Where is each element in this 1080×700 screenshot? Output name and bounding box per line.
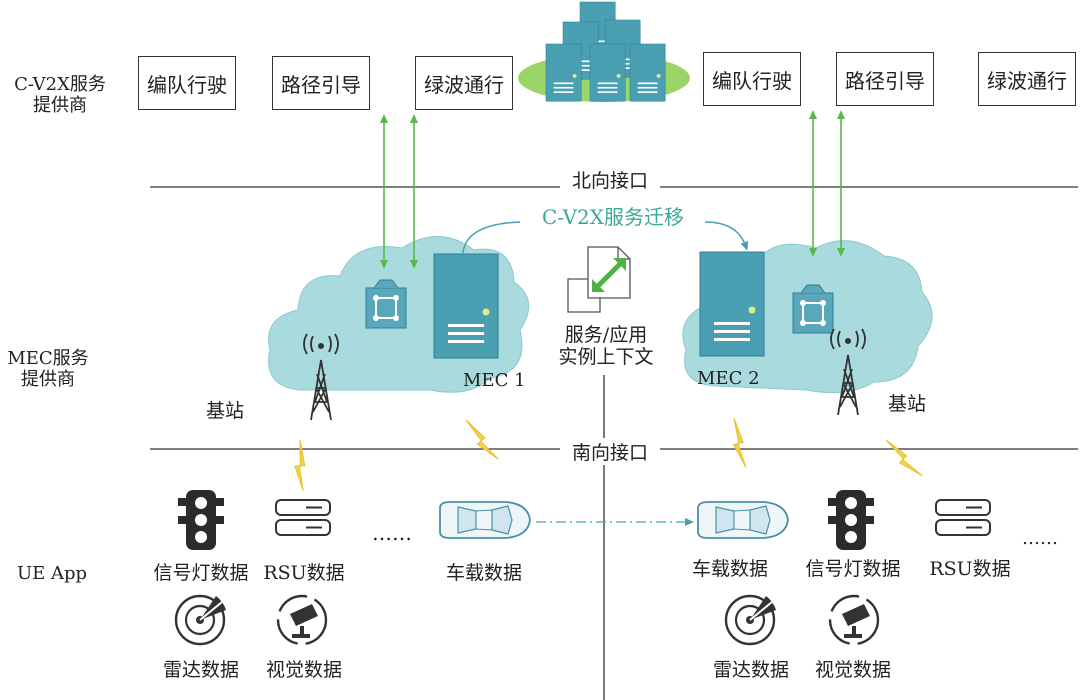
service-box-green-wave-left: 绿波通行	[415, 56, 513, 110]
context-label: 服务/应用 实例上下文	[558, 324, 654, 368]
traffic-light-left-icon	[178, 490, 224, 550]
service-box-platooning-left: 编队行驶	[138, 56, 236, 110]
service-box-platooning-right: 编队行驶	[703, 52, 801, 106]
traffic-light-right-label: 信号灯数据	[805, 558, 901, 580]
dots-right-label: ……	[1022, 528, 1058, 549]
rsu-left-icon	[275, 499, 331, 536]
wireless-bolt-1	[282, 439, 321, 492]
layer-label-provider: C-V2X服务 提供商	[14, 74, 106, 116]
migration-arc-right	[704, 221, 749, 251]
vehicle-left-icon	[439, 501, 531, 539]
migration-arc-left	[462, 221, 521, 254]
service-box-route-guidance-left: 路径引导	[272, 56, 370, 110]
right-service-arrows	[809, 110, 845, 257]
migration-label: C-V2X服务迁移	[541, 205, 685, 229]
base-station-left-label: 基站	[206, 400, 245, 422]
mec1-server-icon	[433, 253, 499, 359]
server-cluster-icon	[545, 1, 666, 102]
vision-left-label: 视觉数据	[265, 659, 343, 681]
mec1-label: MEC 1	[463, 370, 526, 391]
south-interface-label: 南向接口	[559, 438, 661, 465]
traffic-light-left-label: 信号灯数据	[153, 562, 249, 584]
layer-label-mec: MEC服务 提供商	[7, 348, 89, 390]
rsu-right-label: RSU数据	[929, 558, 1011, 580]
camera-left-icon	[276, 594, 328, 646]
traffic-light-right-icon	[828, 490, 874, 550]
rsu-left-label: RSU数据	[263, 562, 345, 584]
vision-right-label: 视觉数据	[814, 659, 892, 681]
context-document-icon	[567, 246, 631, 313]
service-box-green-wave-right: 绿波通行	[978, 52, 1076, 106]
camera-right-icon	[828, 594, 880, 646]
dots-left-label: ……	[372, 521, 412, 545]
mec2-label: MEC 2	[697, 368, 760, 389]
radar-right-label: 雷达数据	[712, 659, 790, 681]
wireless-bolt-2	[465, 414, 499, 466]
vehicle-right-icon	[697, 501, 789, 539]
service-box-route-guidance-right: 路径引导	[836, 52, 934, 106]
radar-right-icon	[724, 594, 778, 646]
base-station-right-label: 基站	[888, 393, 927, 415]
wireless-bolt-3	[723, 417, 757, 469]
left-service-arrows	[380, 114, 418, 269]
north-interface-label: 北向接口	[559, 166, 661, 193]
rsu-right-icon	[935, 499, 991, 536]
vehicle-right-label: 车载数据	[691, 558, 769, 580]
layer-label-ue: UE App	[16, 563, 88, 584]
mec2-server-icon	[699, 251, 765, 357]
vehicle-left-label: 车载数据	[445, 562, 523, 584]
radar-left-icon	[174, 594, 228, 646]
wireless-bolt-4	[885, 431, 923, 484]
radar-left-label: 雷达数据	[162, 659, 240, 681]
